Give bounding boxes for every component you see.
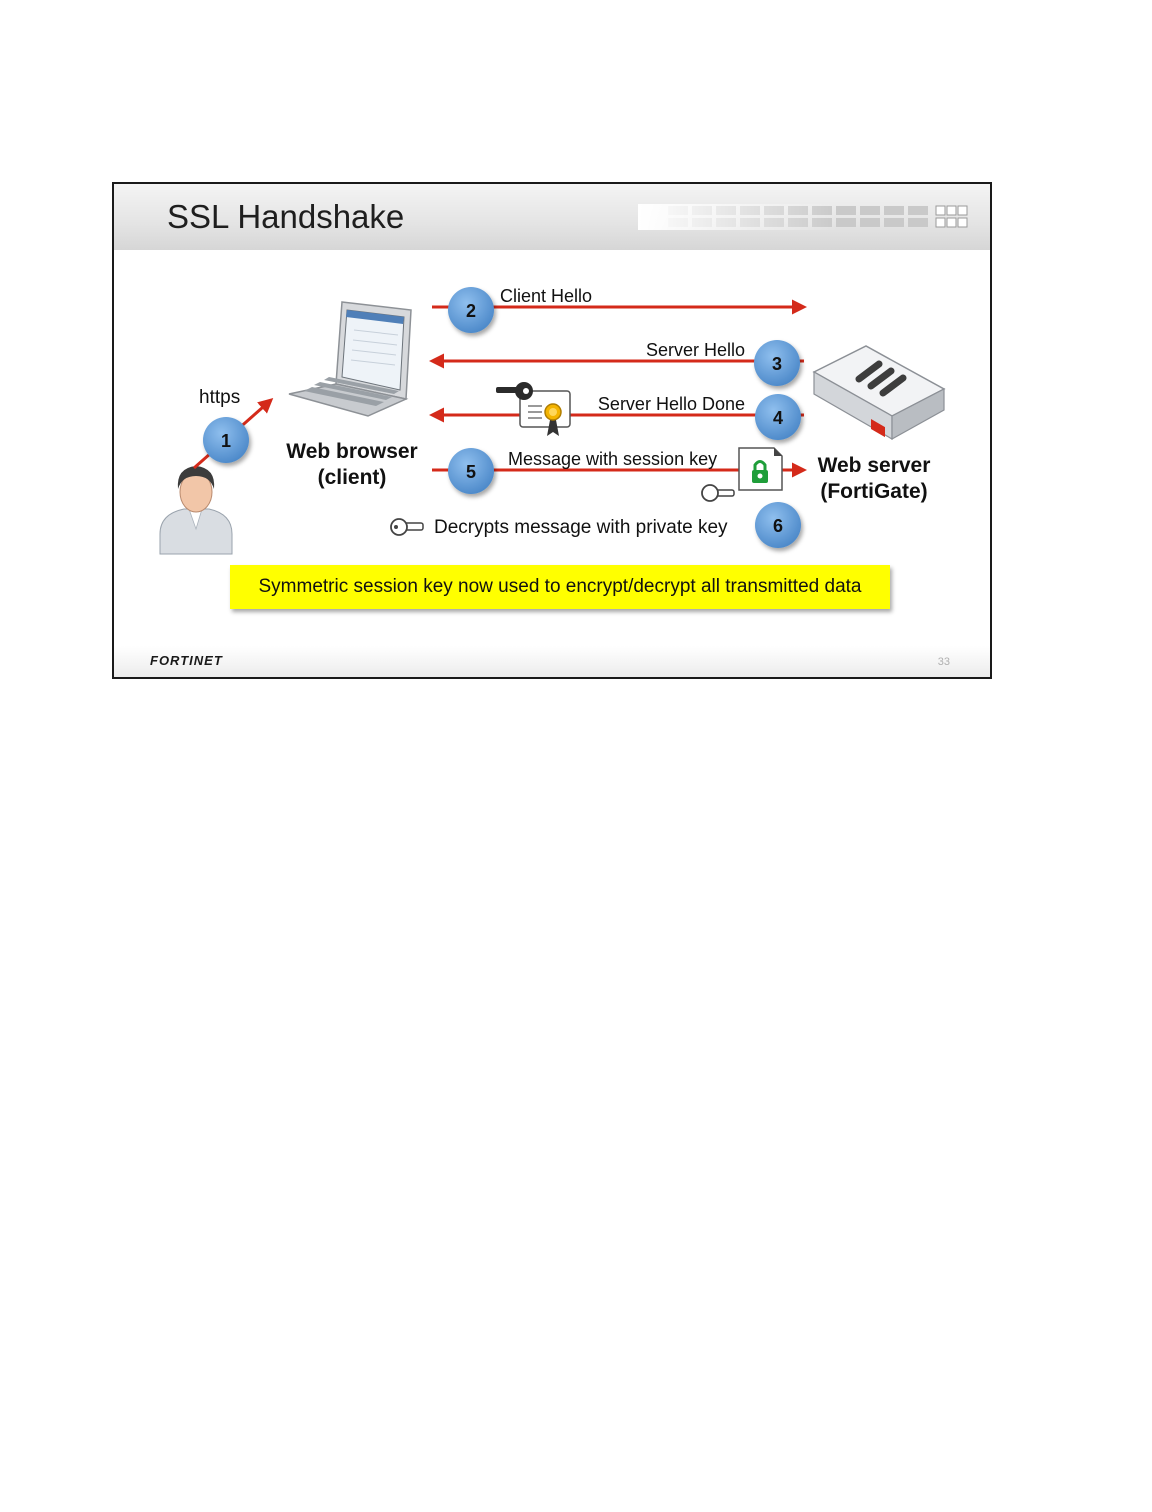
step-badge-4: 4 (755, 394, 801, 440)
page-number: 33 (937, 656, 950, 668)
svg-text:2: 2 (466, 301, 476, 321)
step-badge-2: 2 (448, 287, 494, 333)
svg-text:3: 3 (772, 354, 782, 374)
user-icon (159, 466, 233, 555)
client-label-line2: (client) (318, 466, 387, 489)
client-label-line1: Web browser (286, 440, 417, 463)
certificate-icon (519, 390, 571, 436)
step-3-label: Server Hello (646, 340, 745, 360)
svg-text:6: 6 (773, 516, 783, 536)
step-5-label: Message with session key (508, 449, 717, 469)
black-key-icon (496, 382, 533, 400)
step-badge-1: 1 (203, 417, 249, 463)
server-label-line1: Web server (818, 454, 931, 477)
laptop-icon (288, 301, 412, 417)
ssl-handshake-diagram: https Client Hello Server Hello Server H… (159, 286, 946, 555)
session-key-note: Symmetric session key now used to encryp… (230, 565, 890, 609)
header-dot-pattern (638, 204, 968, 230)
fortigate-appliance-icon (812, 345, 946, 441)
step-badge-6: 6 (755, 502, 801, 548)
svg-text:1: 1 (221, 431, 231, 451)
svg-text:4: 4 (773, 408, 783, 428)
step-1-label: https (199, 387, 240, 408)
step-badge-3: 3 (754, 340, 800, 386)
slide: SSL Handshake (112, 182, 992, 679)
locked-document-icon (738, 447, 783, 491)
slide-header: SSL Handshake (114, 184, 990, 250)
slide-footer: FORTINET 33 (114, 646, 990, 677)
session-key-icon (701, 484, 735, 502)
server-label-line2: (FortiGate) (820, 480, 927, 503)
step-6-label: Decrypts message with private key (434, 517, 728, 538)
step-badge-5: 5 (448, 448, 494, 494)
private-key-icon (390, 518, 424, 536)
step-2-label: Client Hello (500, 286, 592, 306)
svg-text:5: 5 (466, 462, 476, 482)
fortinet-logo: FORTINET (150, 653, 223, 668)
step-4-label: Server Hello Done (598, 394, 745, 414)
slide-title: SSL Handshake (167, 198, 405, 235)
